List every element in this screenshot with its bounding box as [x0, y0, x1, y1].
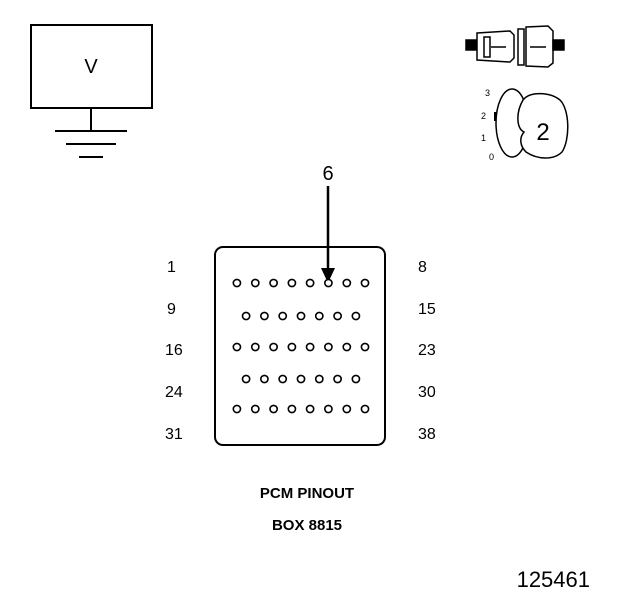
left-pin-label: 9	[167, 301, 176, 318]
connector-pin	[232, 404, 242, 414]
connector-pin	[250, 278, 260, 288]
left-pin-label: 16	[165, 342, 183, 359]
ground-icon	[55, 130, 127, 158]
figure-number: 125461	[517, 567, 590, 592]
callout-arrow-icon	[321, 268, 335, 283]
pcm-connector	[214, 246, 386, 446]
connector-pin	[360, 278, 370, 288]
connector-pin	[314, 311, 324, 321]
left-pin-label: 24	[165, 384, 183, 401]
right-pin-labels: 8 15 23 30 38	[418, 259, 436, 443]
connector-pin	[351, 374, 361, 384]
right-pin-label: 15	[418, 301, 436, 318]
connector-pin	[360, 342, 370, 352]
switch-position-2: 2	[481, 111, 486, 121]
connector-pins	[232, 278, 370, 414]
connector-pin	[296, 311, 306, 321]
connector-pin	[250, 342, 260, 352]
connector-pin	[323, 342, 333, 352]
connector-pin	[232, 342, 242, 352]
right-pin-label: 23	[418, 342, 436, 359]
connector-pin	[305, 404, 315, 414]
key-head-icon	[517, 92, 569, 159]
connector-pin	[287, 404, 297, 414]
connector-pin	[305, 278, 315, 288]
left-pin-labels: 1 9 16 24 31	[165, 259, 183, 443]
connector-pin	[269, 278, 278, 288]
right-pin-label: 38	[418, 426, 436, 443]
connector-pin	[342, 404, 352, 414]
voltmeter: V	[30, 24, 153, 158]
connector-pin	[333, 311, 342, 321]
probe-callout: 6	[321, 163, 335, 283]
caption-title: PCM PINOUT	[260, 485, 354, 502]
connector-pin	[323, 404, 333, 414]
key-position-label: 2	[536, 119, 549, 146]
connector-outline	[214, 246, 386, 446]
connector-pin	[287, 278, 297, 288]
connector-plug-icon	[465, 25, 565, 68]
connector-pin	[241, 311, 251, 321]
switch-position-1: 1	[481, 133, 486, 143]
connector-pin	[259, 374, 269, 384]
connector-pin	[333, 374, 342, 384]
connector-pin	[278, 374, 288, 384]
right-pin-label: 8	[418, 259, 427, 276]
voltmeter-label: V	[84, 56, 98, 78]
connector-pin	[296, 374, 306, 384]
connector-pin	[360, 404, 370, 414]
connector-pin	[278, 311, 288, 321]
voltmeter-box	[30, 24, 153, 109]
connector-pin	[250, 404, 260, 414]
ignition-key-icon: 3 2 1 0 2	[481, 88, 569, 162]
connector-pin	[269, 342, 278, 352]
connector-pin	[241, 374, 251, 384]
left-pin-label: 31	[165, 426, 183, 443]
connector-pin	[305, 342, 315, 352]
caption-subtitle: BOX 8815	[272, 517, 342, 534]
connector-pin	[287, 342, 297, 352]
connector-pin	[232, 278, 242, 288]
connector-pin	[342, 342, 352, 352]
connector-pin	[342, 278, 352, 288]
callout-label: 6	[322, 163, 333, 185]
connector-pin	[269, 404, 278, 414]
connector-pin	[259, 311, 269, 321]
connector-pin	[351, 311, 361, 321]
left-pin-label: 1	[167, 259, 176, 276]
switch-position-0: 0	[489, 152, 494, 162]
switch-position-3: 3	[485, 88, 490, 98]
connector-pin	[314, 374, 324, 384]
right-pin-label: 30	[418, 384, 436, 401]
connector-pin	[323, 278, 333, 288]
